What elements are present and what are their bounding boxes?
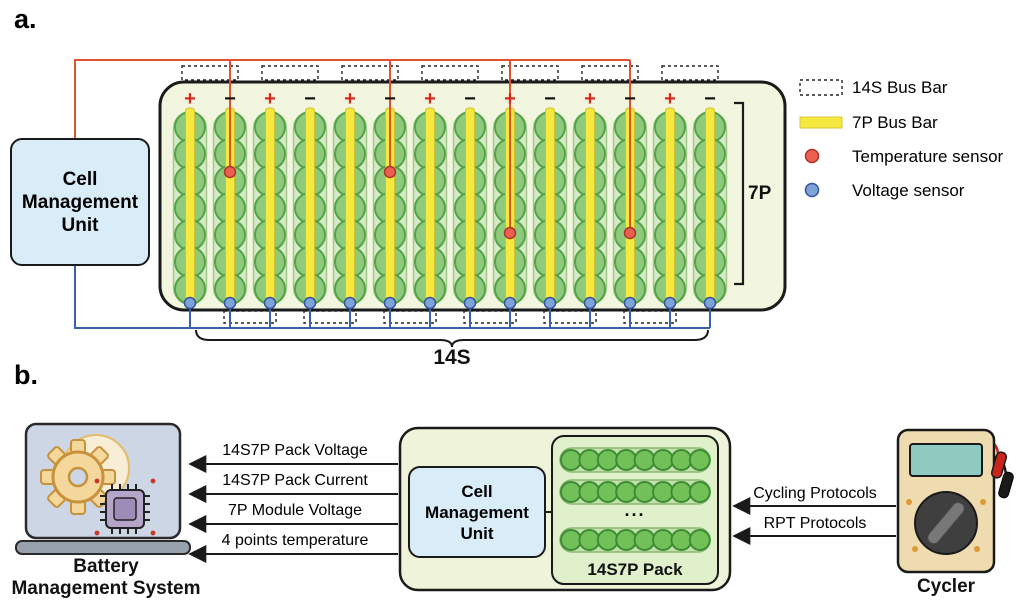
temperature-sensor-dot (223, 165, 237, 179)
cell-polarity-label: + (344, 88, 356, 110)
legend-label-14s-bus-bar: 14S Bus Bar (852, 78, 948, 97)
arrow-label-pack-voltage: 14S7P Pack Voltage (222, 442, 368, 459)
arrow-label-temperature: 4 points temperature (221, 532, 369, 549)
cell-polarity-label: + (584, 88, 596, 110)
mini-battery-cell (688, 481, 711, 503)
dial-mark (906, 499, 912, 505)
pcb-dot (150, 530, 156, 536)
yellow-bar-icon (799, 116, 843, 129)
voltage-sensor-dot (343, 296, 357, 310)
mini-battery-cell (688, 449, 711, 471)
temperature-sensor-dot (623, 226, 637, 240)
voltage-sensor-dot (663, 296, 677, 310)
arrow-label-cycling-protocols: Cycling Protocols (753, 485, 877, 502)
7p-label: 7P (748, 183, 772, 204)
dial-mark (980, 499, 986, 505)
mini-battery-cell (688, 529, 711, 551)
mini-pack-label: 14S7P Pack (587, 560, 683, 579)
voltage-sensor-dot (703, 296, 717, 310)
sensor-dots (183, 165, 717, 310)
gear-icon (40, 439, 116, 515)
cell-polarity-label: + (504, 88, 516, 110)
mini-pack-rows (559, 447, 711, 553)
pcb-dot (94, 530, 100, 536)
panel-a-label: a. (14, 4, 37, 34)
voltage-sensor-dot (263, 296, 277, 310)
7p-bracket (734, 101, 745, 286)
voltage-sensor-dot (183, 296, 197, 310)
legend-label-7p-bus-bar: 7P Bus Bar (852, 113, 938, 132)
14s-label: 14S (433, 346, 471, 369)
voltage-sensor-dot (543, 296, 557, 310)
cell-polarity-label: − (304, 88, 316, 110)
chip-core (113, 497, 137, 521)
14s-bus-bar-top (501, 65, 559, 81)
cell-polarity-label: − (624, 88, 636, 110)
cell-polarity-label: + (264, 88, 276, 110)
cell-management-unit-box-a: Cell Management Unit (10, 138, 150, 266)
14s-bus-bars (181, 65, 719, 324)
legend-label-voltage-sensor: Voltage sensor (852, 181, 965, 200)
cycler-label: Cycler (916, 576, 976, 597)
pack-ellipsis: ... (624, 500, 646, 520)
arrow-label-rpt-protocols: RPT Protocols (763, 515, 867, 532)
temperature-sensor-dot (383, 165, 397, 179)
cell-polarity-label: + (424, 88, 436, 110)
14s-bus-bar-bottom (623, 310, 677, 324)
voltage-sensor-wiring (74, 266, 711, 329)
14s-bus-bar-top (581, 65, 639, 81)
arrow-label-pack-current: 14S7P Pack Current (222, 472, 368, 489)
bms-label: Battery Management System (11, 556, 201, 599)
legend-label-temperature-sensor: Temperature sensor (852, 147, 1004, 166)
chip-pins (100, 484, 150, 534)
cell-polarity-label: + (664, 88, 676, 110)
voltage-sensor-dot (503, 296, 517, 310)
gear-hole (67, 466, 89, 488)
14s-bus-bar-top (181, 65, 239, 81)
14s-bus-bar-bottom (463, 310, 517, 324)
cell-polarity-label: − (544, 88, 556, 110)
cycler-screen (909, 443, 983, 477)
14s-bus-bar-bottom (223, 310, 277, 324)
14s-bus-bar-top (661, 65, 719, 81)
pcb-dot (94, 478, 100, 484)
pcb-dot (150, 478, 156, 484)
voltage-sensor-dot (303, 296, 317, 310)
dial-mark (912, 546, 918, 552)
voltage-sensor-dot (583, 296, 597, 310)
14s-bus-bar-top (341, 65, 399, 81)
14s-bus-bar-bottom (383, 310, 437, 324)
temperature-sensor-dot (503, 226, 517, 240)
voltage-sensor-dot (463, 296, 477, 310)
dashed-box-icon (799, 79, 843, 96)
voltage-sensor-dot (383, 296, 397, 310)
temperature-sensor-wiring (74, 59, 631, 233)
cell-polarity-label: − (384, 88, 396, 110)
red-dot-icon (804, 148, 820, 164)
panel-b-label: b. (14, 360, 38, 390)
arrow-label-module-voltage: 7P Module Voltage (227, 502, 363, 519)
cell-polarity-label: − (224, 88, 236, 110)
voltage-sensor-dot (223, 296, 237, 310)
blue-dot-icon (804, 182, 820, 198)
dial-mark (974, 546, 980, 552)
cell-polarity-label: + (184, 88, 196, 110)
cycler-dial-pointer (927, 501, 965, 545)
14s-bus-bar-bottom (303, 310, 357, 324)
red-probe (990, 451, 1008, 479)
black-probe (998, 471, 1014, 499)
14s-bus-bar-top (421, 65, 479, 81)
cell-polarity-label: − (464, 88, 476, 110)
14s-brace (195, 329, 709, 348)
cell-management-unit-box-b: Cell Management Unit (408, 466, 546, 558)
voltage-sensor-dot (423, 296, 437, 310)
14s-bus-bar-top (261, 65, 319, 81)
cell-polarity-label: − (704, 88, 716, 110)
voltage-sensor-dot (623, 296, 637, 310)
14s-bus-bar-bottom (543, 310, 597, 324)
